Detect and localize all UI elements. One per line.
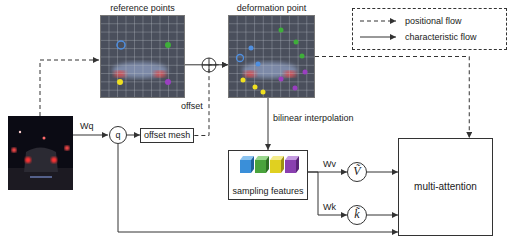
reference-grid-image: [100, 15, 185, 98]
node-label: sampling features: [232, 186, 303, 196]
grid: [100, 15, 185, 98]
reference-point: [117, 79, 123, 85]
grid-panel: reference points: [100, 15, 185, 98]
feature-box: sampling features: [228, 150, 307, 200]
reference-point: [165, 79, 171, 85]
car-body: [24, 148, 58, 173]
attention-box: multi-attention: [398, 138, 493, 236]
value-circle: Ṽ: [347, 162, 367, 182]
process-box: offset mesh: [140, 128, 194, 143]
panel-heading: reference points: [110, 3, 175, 13]
panel-heading: deformation point: [237, 3, 307, 13]
deformation-point: [241, 78, 246, 83]
symbol-label: Ṽ: [353, 165, 360, 179]
legend-label: positional flow: [405, 16, 462, 26]
deformation-point: [249, 46, 254, 51]
grid-ground: [228, 15, 315, 98]
deformation-point: [253, 85, 258, 90]
photo-ground: [8, 116, 73, 190]
edge-label: Wv: [322, 159, 337, 169]
deformation-grid-image: [228, 15, 315, 98]
legend-label: characteristic flow: [405, 32, 477, 42]
legend-row: positional flow: [359, 14, 506, 28]
cube-side: [251, 156, 254, 173]
reference-point: [165, 42, 171, 48]
cube-front: [240, 160, 251, 173]
weight-label: Wq: [79, 121, 95, 131]
symbol-label: k̃: [354, 208, 359, 222]
edge-label: Wk: [322, 202, 337, 212]
cube-side: [266, 156, 269, 173]
query-circle: q: [109, 126, 127, 144]
legend-box: positional flow characteristic flow: [352, 8, 507, 50]
deformation-point: [294, 40, 299, 45]
positional-flow-line: [40, 60, 99, 116]
cube-side: [296, 156, 299, 173]
deformation-point: [256, 62, 261, 67]
legend-sample: [359, 33, 399, 41]
deformation-point: [303, 70, 308, 75]
characteristic-flow: [308, 172, 347, 215]
tail-light: [25, 157, 31, 163]
characteristic-flow: [127, 135, 140, 136]
legend-sample: [359, 17, 399, 25]
deformation-point: [279, 28, 284, 33]
edge-label: offset: [180, 101, 204, 111]
node-label: q: [115, 130, 120, 140]
node-label: offset mesh: [144, 130, 190, 140]
deformation-point: [261, 90, 266, 95]
characteristic-flow: [268, 98, 269, 150]
grid-ground: [100, 15, 185, 98]
positional-flow: [315, 57, 469, 139]
deformation-point: [293, 86, 298, 91]
input-photo: [8, 116, 73, 190]
tail-light: [12, 148, 17, 153]
grid-panel: deformation point: [228, 15, 315, 98]
node-label: multi-attention: [414, 181, 477, 193]
grid: [228, 15, 315, 98]
legend-line: [360, 21, 396, 22]
characteristic-flow: [367, 215, 398, 216]
legend-row: characteristic flow: [359, 30, 506, 44]
cube-front: [285, 160, 296, 173]
deformation-point: [237, 55, 244, 62]
deformation-point: [300, 54, 305, 59]
deformation-point: [279, 77, 284, 82]
key-circle: k̃: [347, 205, 367, 225]
tail-light: [51, 157, 57, 163]
cube-side: [281, 156, 284, 173]
tail-light: [43, 137, 46, 140]
characteristic-flow-line: [73, 135, 108, 136]
characteristic-flow: [185, 64, 228, 65]
tail-light: [65, 146, 70, 151]
street-light: [19, 131, 21, 133]
reference-point: [117, 41, 125, 49]
reflection: [30, 176, 52, 178]
characteristic-flow: [367, 172, 398, 173]
cube-front: [270, 160, 281, 173]
edge-label: bilinear interpolation: [272, 113, 355, 123]
feature-cubes: [240, 156, 299, 173]
characteristic-flow: [118, 144, 398, 232]
legend-line: [360, 37, 396, 38]
cube-front: [255, 160, 266, 173]
